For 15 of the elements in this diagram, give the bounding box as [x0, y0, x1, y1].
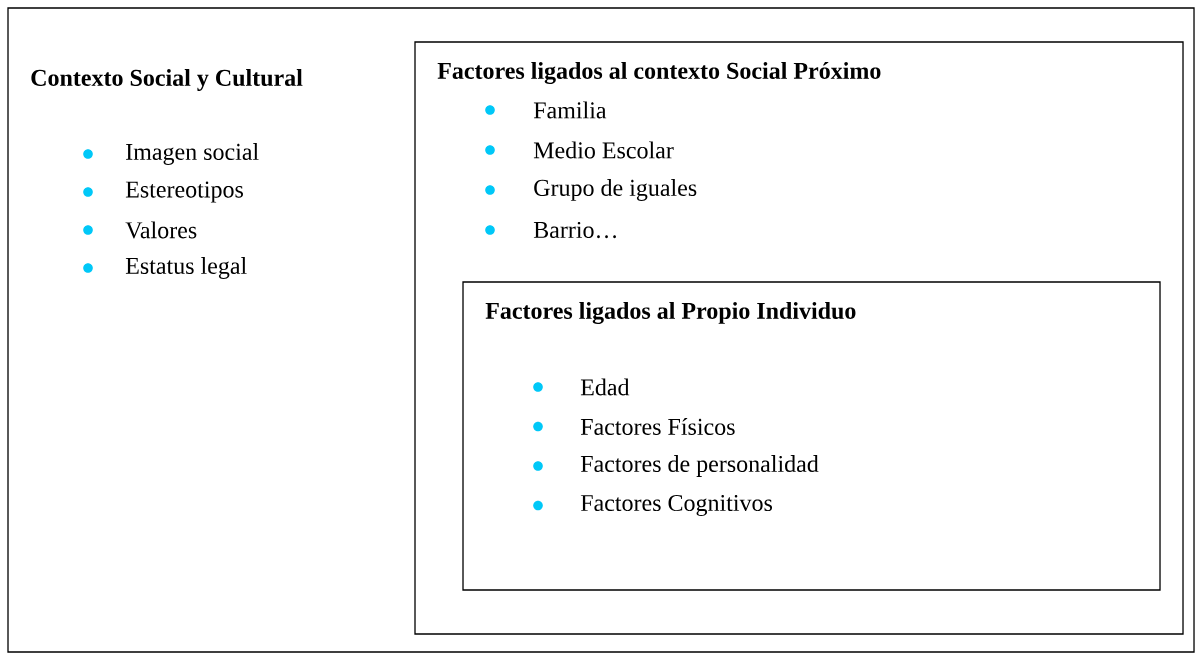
bullet-item: Grupo de iguales: [485, 179, 697, 201]
bullet-item: Edad: [533, 378, 630, 396]
bullet-item: Factores Cognitivos: [533, 494, 772, 517]
heading: Factores ligados al contexto Social Próximo: [437, 62, 881, 84]
bullet-item: Barrio…: [485, 221, 616, 239]
bullet-item: Imagen social: [83, 143, 259, 165]
bullet-item: Valores: [83, 221, 197, 239]
bullet-item: Factores Físicos: [533, 418, 735, 435]
bullet-item: Medio Escolar: [485, 141, 674, 159]
bullet-item: Factores de personalidad: [533, 455, 819, 477]
bullet-item: Estatus legal: [83, 257, 247, 279]
bullet-item: Familia: [485, 101, 607, 119]
heading: Contexto Social y Cultural: [31, 69, 303, 91]
bullet-item: Estereotipos: [83, 181, 243, 203]
heading: Factores ligados al Propio Individuo: [485, 302, 856, 324]
